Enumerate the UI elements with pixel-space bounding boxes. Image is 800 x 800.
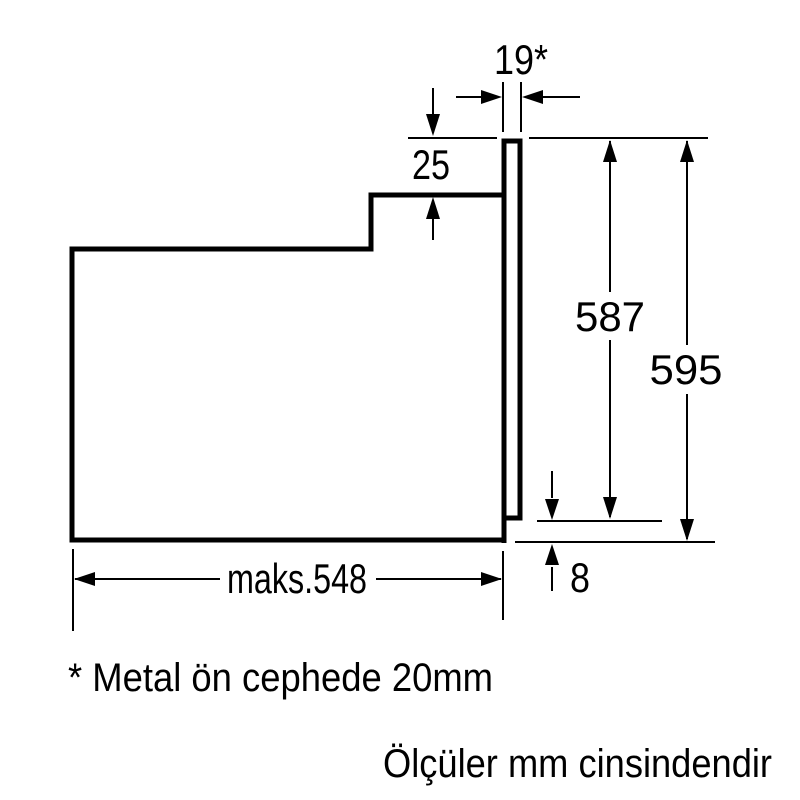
arrowhead-down-icon: [680, 519, 694, 541]
arrowhead-right-icon: [481, 572, 502, 586]
units-note-text: Ölçüler mm cinsindendir: [383, 742, 772, 786]
arrowhead-left-icon: [522, 90, 543, 104]
dim-25-label: 25: [412, 141, 450, 188]
arrowhead-down-icon: [545, 499, 559, 520]
extension-lines-548: [72, 549, 504, 631]
footnote-text: * Metal ön cephede 20mm: [68, 656, 493, 700]
arrowhead-up-icon: [603, 140, 617, 162]
extension-lines-19: [502, 82, 522, 132]
arrowhead-left-icon: [74, 572, 95, 586]
arrowhead-down-icon: [603, 497, 617, 519]
dimension-25: 25: [412, 88, 450, 240]
arrowhead-down-icon: [426, 114, 440, 136]
dim-max-width-label: maks.548: [227, 555, 367, 602]
dim-587-label: 587: [575, 293, 645, 340]
dimension-587: 587: [575, 140, 645, 519]
dimension-max-548: maks.548: [72, 549, 504, 631]
oven-outline: [69, 138, 523, 543]
arrowhead-right-icon: [481, 90, 502, 104]
dimension-595: 595: [650, 140, 723, 541]
oven-front-panel: [501, 138, 523, 543]
arrowhead-up-icon: [680, 140, 694, 162]
oven-body-outline: [69, 192, 505, 543]
dim-595-label: 595: [650, 346, 723, 393]
arrowhead-up-icon: [545, 544, 559, 565]
dim-19-label: 19*: [494, 36, 548, 83]
arrowhead-up-icon: [426, 197, 440, 219]
dimension-19: 19*: [456, 36, 580, 132]
dim-8-label: 8: [570, 554, 590, 601]
extension-lines-8: [515, 520, 715, 543]
dimension-8: 8: [515, 471, 715, 601]
